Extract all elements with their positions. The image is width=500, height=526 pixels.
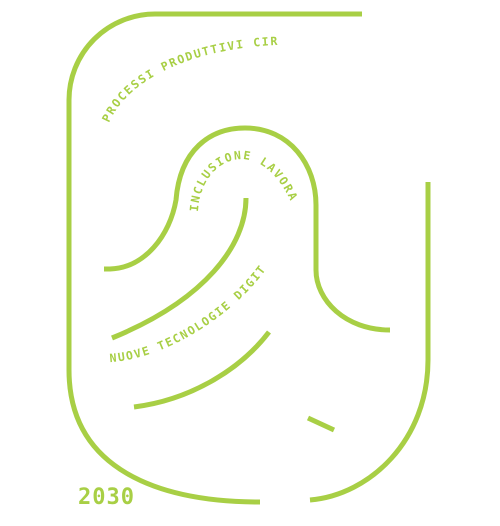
label-inclusion-text: INCLUSIONE LAVORATIVA [0, 0, 299, 212]
label-inclusion: INCLUSIONE LAVORATIVA [0, 0, 301, 212]
lower-arc-line [133, 330, 271, 410]
middle-arch-line [104, 125, 391, 333]
label-circular: PROCESSI PRODUTTIVI CIRCOLARI [0, 0, 279, 124]
outer-frame-line [66, 11, 362, 505]
label-circular-text: PROCESSI PRODUTTIVI CIRCOLARI [0, 0, 278, 124]
inner-arc-line [111, 197, 249, 341]
year-label: 2030 [78, 485, 135, 510]
right-frame-line [309, 182, 431, 503]
label-digital: NUOVE TECNOLOGIE DIGITALI [0, 0, 269, 365]
label-digital-text: NUOVE TECNOLOGIE DIGITALI [0, 0, 268, 365]
short-dash-line [306, 415, 336, 433]
line-art [66, 11, 431, 505]
